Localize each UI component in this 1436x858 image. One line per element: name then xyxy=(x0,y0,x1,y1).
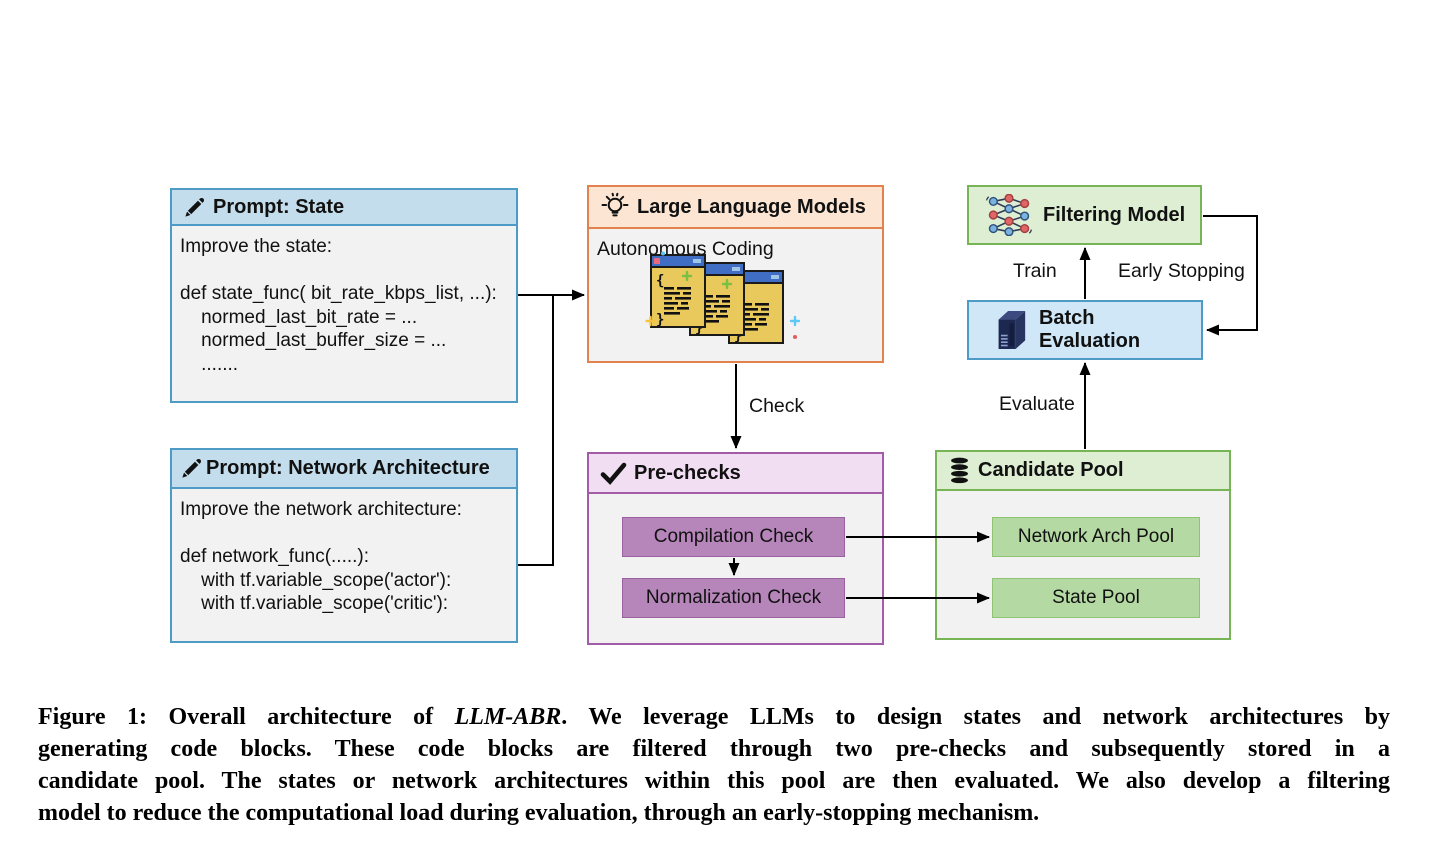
edge-label-train: Train xyxy=(1013,260,1057,282)
state-pool-label: State Pool xyxy=(1052,587,1140,608)
code-line: with tf.variable_scope('actor'): xyxy=(180,569,452,591)
edge-prompt-network-to-llm xyxy=(518,295,554,566)
candidate-pool-title: Candidate Pool xyxy=(978,459,1124,481)
prompt-network-box: Prompt: Network Architecture Improve the… xyxy=(170,448,518,643)
caption-text: Figure 1: Overall architecture of xyxy=(38,704,455,730)
code-line: normed_last_buffer_size = ... xyxy=(180,330,447,351)
code-line: Improve the network architecture: xyxy=(180,499,462,520)
edge-label-check: Check xyxy=(749,395,805,417)
filtering-model-box: Filtering Model xyxy=(967,185,1202,245)
prompt-state-box: Prompt: State Improve the state: def sta… xyxy=(170,188,518,403)
candidate-pool-header: Candidate Pool xyxy=(937,452,1229,491)
prompt-state-header: Prompt: State xyxy=(172,190,516,226)
lightbulb-icon xyxy=(601,192,629,217)
llm-body: Autonomous Coding xyxy=(589,229,882,270)
batch-evaluation-title: Batch Evaluation xyxy=(1038,307,1141,352)
figure-caption: Figure 1: Overall architecture of LLM-AB… xyxy=(38,701,1390,829)
llm-box: Large Language Models Autonomous Coding … xyxy=(587,185,884,363)
code-line: with tf.variable_scope('critic'): xyxy=(180,593,449,614)
code-line: Improve the state: xyxy=(180,236,333,257)
network-arch-pool-label: Network Arch Pool xyxy=(1017,526,1175,547)
code-line: def network_func(.....): xyxy=(180,546,370,567)
caption-text: . We leverage LLMs to design states and … xyxy=(561,704,1390,730)
edge-label-evaluate: Evaluate xyxy=(999,393,1075,415)
database-icon xyxy=(951,457,968,484)
prechecks-header: Pre-checks xyxy=(589,454,882,494)
caption-line-1: Figure 1: Overall architecture of LLM-AB… xyxy=(38,701,1390,733)
code-line: ....... xyxy=(180,353,239,375)
llm-subtitle: Autonomous Coding xyxy=(597,238,774,260)
prechecks-title: Pre-checks xyxy=(634,461,741,484)
caption-line-3: candidate pool. The states or network ar… xyxy=(38,768,1390,794)
prompt-network-body: Improve the network architecture: def ne… xyxy=(172,489,516,625)
state-pool-chip: State Pool xyxy=(992,578,1200,618)
edge-label-early-stopping: Early Stopping xyxy=(1118,260,1245,282)
compilation-check-chip: Compilation Check xyxy=(622,517,845,557)
code-line xyxy=(180,522,508,546)
pencil-icon xyxy=(182,458,202,478)
code-line: normed_last_bit_rate = ... xyxy=(180,306,418,328)
batch-evaluation-box: Batch Evaluation xyxy=(967,300,1203,360)
server-icon xyxy=(998,311,1026,349)
prompt-network-header: Prompt: Network Architecture xyxy=(172,450,516,489)
llm-title: Large Language Models xyxy=(637,195,866,218)
prompt-network-title: Prompt: Network Architecture xyxy=(206,457,490,479)
normalization-check-label: Normalization Check xyxy=(645,587,822,608)
network-arch-pool-chip: Network Arch Pool xyxy=(992,517,1200,557)
compilation-check-label: Compilation Check xyxy=(653,526,814,547)
neural-network-icon xyxy=(985,194,1033,236)
normalization-check-chip: Normalization Check xyxy=(622,578,845,618)
code-windows-icon: { } xyxy=(645,251,801,345)
prompt-state-title: Prompt: State xyxy=(213,195,345,218)
filtering-model-title: Filtering Model xyxy=(1043,203,1186,226)
llm-header: Large Language Models xyxy=(589,187,882,229)
caption-italic-llm-abr: LLM-ABR xyxy=(454,704,562,730)
prompt-state-body: Improve the state: def state_func( bit_r… xyxy=(172,226,516,385)
check-icon xyxy=(600,462,627,485)
code-line: def state_func( bit_rate_kbps_list, ...)… xyxy=(180,283,497,304)
pencil-icon xyxy=(185,197,205,217)
caption-line-2: generating code blocks. These code block… xyxy=(38,736,1390,762)
code-line xyxy=(180,259,508,283)
caption-line-4: model to reduce the computational load d… xyxy=(38,800,1040,826)
